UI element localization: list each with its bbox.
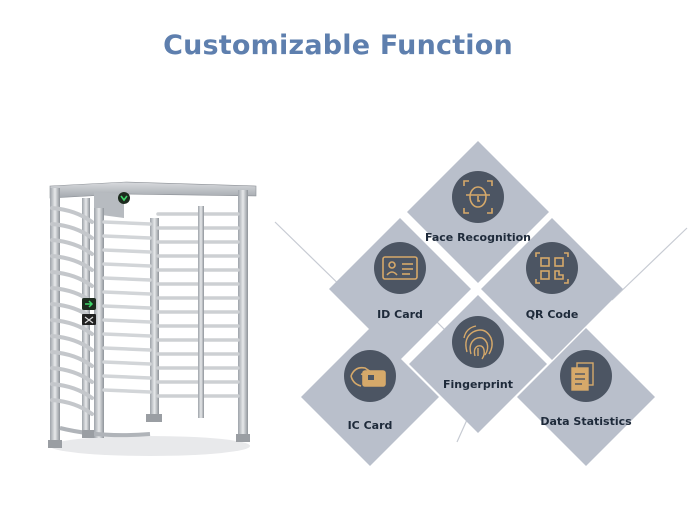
feature-label: IC Card <box>348 419 393 432</box>
ic-card-icon <box>350 366 386 387</box>
data-statistics-icon <box>571 362 594 391</box>
page-title: Customizable Function <box>163 30 513 61</box>
feature-ic-card: IC Card <box>301 328 439 466</box>
feature-label: Data Statistics <box>540 415 632 428</box>
feature-fingerprint: Fingerprint <box>409 295 547 433</box>
qr-code-icon <box>535 252 569 284</box>
feature-label: Face Recognition <box>425 231 531 244</box>
feature-diagram: Face Recognition ID Card QR Code <box>274 141 688 466</box>
id-card-icon <box>382 256 418 280</box>
face-recognition-icon <box>463 180 493 214</box>
feature-data-statistics: Data Statistics <box>517 328 655 466</box>
feature-label: Fingerprint <box>443 378 513 391</box>
feature-label: ID Card <box>377 308 423 321</box>
feature-label: QR Code <box>526 308 579 321</box>
feature-qr-code: QR Code <box>481 218 623 360</box>
fingerprint-icon <box>463 325 493 360</box>
feature-id-card: ID Card <box>329 218 471 360</box>
turnstile-image <box>48 181 257 456</box>
feature-face-recognition: Face Recognition <box>407 141 549 283</box>
